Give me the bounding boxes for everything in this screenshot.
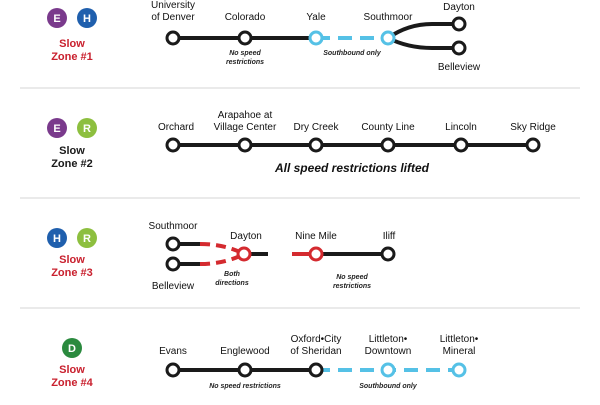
svg-text:E: E xyxy=(53,13,60,25)
station-label: University xyxy=(151,0,195,11)
station-label: of Denver xyxy=(151,12,195,23)
station-label: Oxford•City xyxy=(291,334,342,345)
line-badge-d: D xyxy=(62,338,82,358)
station-marker xyxy=(308,137,324,153)
station-marker xyxy=(308,30,324,46)
station-label: Orchard xyxy=(158,122,194,133)
svg-text:E: E xyxy=(53,123,60,135)
zone-2: E R Slow Zone #2 Orchard Arapahoe at Vil… xyxy=(47,110,556,175)
station-marker xyxy=(380,137,396,153)
station-label: Belleview xyxy=(152,281,195,292)
restriction-note: No speed xyxy=(229,50,261,57)
line-badge-r: R xyxy=(77,228,97,248)
svg-text:R: R xyxy=(83,233,91,245)
station-label: Belleview xyxy=(438,62,481,73)
station-label: Mineral xyxy=(443,346,476,357)
station-label: Littleton• xyxy=(440,334,479,345)
station-marker xyxy=(451,362,467,378)
zone-title-line1: Slow xyxy=(59,145,85,157)
restriction-note: directions xyxy=(215,280,249,287)
zone-3: H R Slow Zone #3 Southmoor Belleview Day… xyxy=(47,221,396,292)
station-marker xyxy=(451,16,467,32)
station-label: Downtown xyxy=(365,346,412,357)
svg-text:R: R xyxy=(83,123,91,135)
zone-title-line1: Slow xyxy=(59,364,85,376)
station-label: Lincoln xyxy=(445,122,477,133)
station-label: Colorado xyxy=(225,12,266,23)
station-label: Evans xyxy=(159,346,187,357)
station-marker xyxy=(165,362,181,378)
line-badge-r: R xyxy=(77,118,97,138)
station-marker xyxy=(165,236,181,252)
line-badge-e: E xyxy=(47,118,67,138)
svg-text:H: H xyxy=(53,233,61,245)
station-label: Southmoor xyxy=(149,221,199,232)
station-label: Dayton xyxy=(230,231,262,242)
restriction-note: restrictions xyxy=(226,59,264,66)
station-marker xyxy=(308,362,324,378)
station-label: Nine Mile xyxy=(295,231,337,242)
zone-title-line1: Slow xyxy=(59,38,85,50)
station-label: Sky Ridge xyxy=(510,122,556,133)
zone-title-line2: Zone #3 xyxy=(51,267,93,279)
svg-text:H: H xyxy=(83,13,91,25)
station-label: Iliff xyxy=(383,231,396,242)
station-label: Village Center xyxy=(214,122,277,133)
station-label: of Sheridan xyxy=(290,346,341,357)
station-marker xyxy=(165,30,181,46)
station-marker xyxy=(380,362,396,378)
station-marker xyxy=(165,137,181,153)
line-badge-h: H xyxy=(77,8,97,28)
station-marker xyxy=(453,137,469,153)
station-label: Littleton• xyxy=(369,334,408,345)
zone-title-line1: Slow xyxy=(59,254,85,266)
zone-1: E H Slow Zone #1 University of Denver Co… xyxy=(47,0,481,73)
restriction-note: Southbound only xyxy=(323,50,382,57)
zone-title-line2: Zone #4 xyxy=(51,377,93,389)
station-marker xyxy=(525,137,541,153)
station-label: Dayton xyxy=(443,2,475,13)
line-badge-h: H xyxy=(47,228,67,248)
station-marker xyxy=(236,246,252,262)
station-marker xyxy=(380,246,396,262)
station-label: Dry Creek xyxy=(293,122,339,133)
station-label: Arapahoe at xyxy=(218,110,273,121)
station-marker xyxy=(308,246,324,262)
station-label: Southmoor xyxy=(364,12,414,23)
track-branch-belleview xyxy=(387,36,459,50)
station-marker xyxy=(165,256,181,272)
restriction-note: Both xyxy=(224,271,240,278)
zone-4: D Slow Zone #4 Evans Englewood Oxford•Ci… xyxy=(51,334,479,390)
restriction-note: No speed xyxy=(336,274,368,281)
restriction-note: No speed restrictions xyxy=(209,383,281,390)
station-marker xyxy=(237,362,253,378)
station-label: Yale xyxy=(306,12,326,23)
restriction-note: restrictions xyxy=(333,283,371,290)
station-marker xyxy=(237,30,253,46)
line-badge-e: E xyxy=(47,8,67,28)
restriction-note: Southbound only xyxy=(359,383,418,390)
svg-text:D: D xyxy=(68,343,76,355)
station-label: Englewood xyxy=(220,346,269,357)
station-marker xyxy=(380,30,396,46)
station-marker xyxy=(237,137,253,153)
track-branch-dayton xyxy=(386,22,459,40)
restriction-note: All speed restrictions lifted xyxy=(274,161,430,175)
zone-title-line2: Zone #1 xyxy=(51,51,93,63)
zone-title-line2: Zone #2 xyxy=(51,158,93,170)
station-label: County Line xyxy=(361,122,415,133)
station-marker xyxy=(451,40,467,56)
